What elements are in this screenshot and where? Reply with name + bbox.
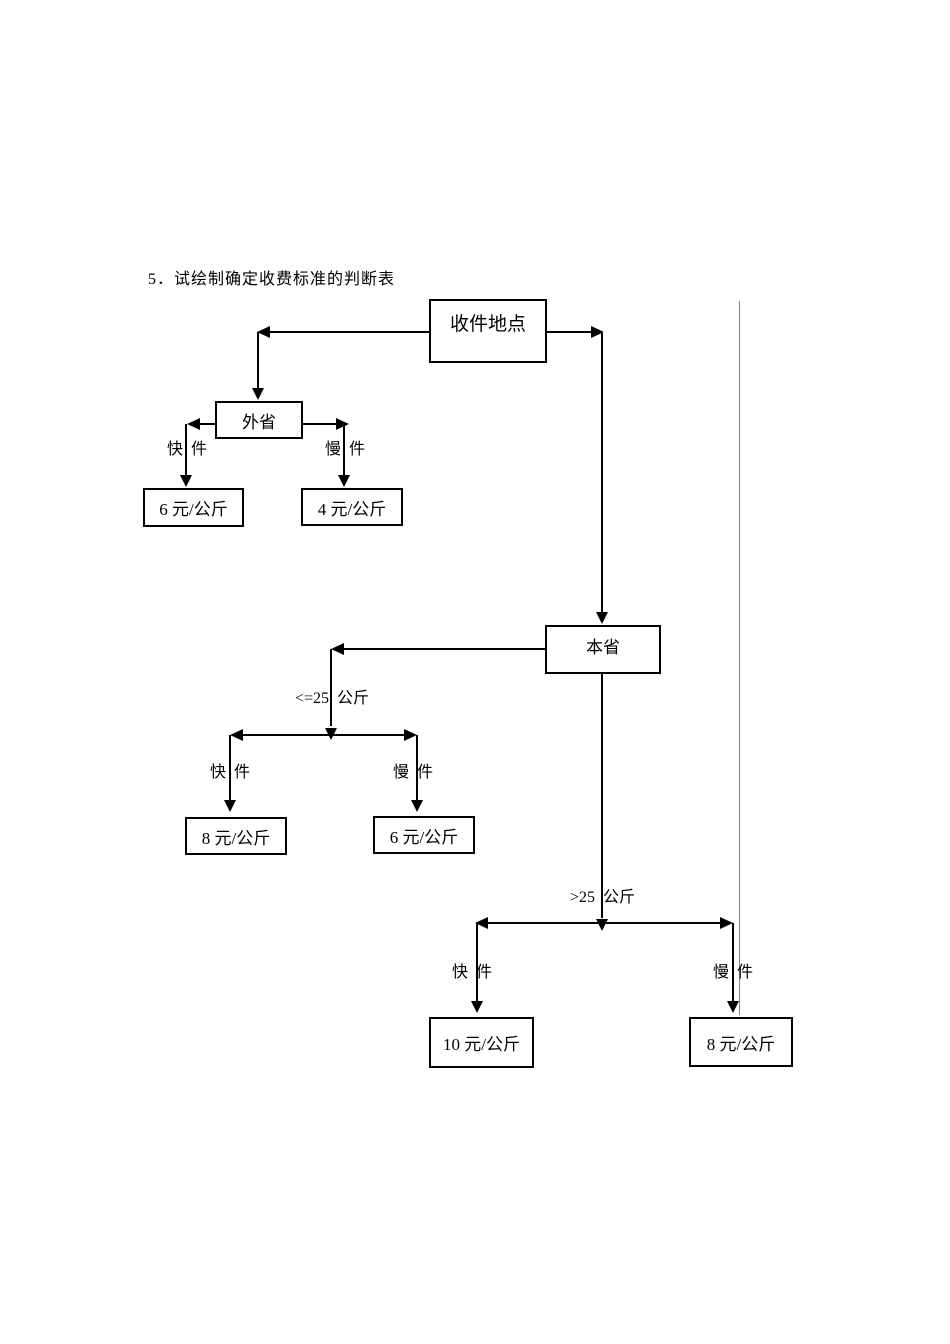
connector-le25-junction-horizontal	[236, 734, 411, 736]
arrowhead-down	[224, 800, 236, 812]
connector-root-to-other-province-horizontal	[262, 331, 429, 333]
connector-gt25-fast-vertical	[476, 923, 478, 1001]
edge-label-slow-item: 慢 件	[325, 441, 366, 458]
result-node-8-yuan-per-kg: 8 元/公斤	[185, 817, 287, 855]
arrowhead-down	[727, 1001, 739, 1013]
page-title: 5．试绘制确定收费标准的判断表	[148, 271, 396, 288]
arrowhead-right	[591, 326, 604, 338]
edge-label-fast-item: 快 件	[167, 441, 208, 458]
connector-root-to-this-province-vertical	[601, 333, 603, 613]
arrowhead-down	[471, 1001, 483, 1013]
result-node-6-yuan-per-kg: 6 元/公斤	[143, 488, 244, 527]
arrowhead-left	[475, 917, 488, 929]
arrowhead-down	[180, 475, 192, 487]
edge-label-le25-kg: <=25 公斤	[295, 690, 370, 707]
result-node-8-yuan-per-kg: 8 元/公斤	[689, 1017, 793, 1067]
arrowhead-right	[404, 729, 417, 741]
arrowhead-left	[331, 643, 344, 655]
arrowhead-down	[596, 919, 608, 931]
connector-other-province-slow-horizontal	[303, 423, 343, 425]
connector-other-province-fast-vertical	[185, 424, 187, 476]
decision-node-this-province: 本省	[545, 625, 661, 674]
arrowhead-left	[257, 326, 270, 338]
connector-root-to-this-province-horizontal	[547, 331, 592, 333]
connector-le25-fast-vertical	[229, 735, 231, 800]
connector-other-province-fast-horizontal	[196, 423, 215, 425]
connector-le25-vertical	[330, 649, 332, 726]
arrowhead-down	[596, 612, 608, 624]
arrowhead-down	[252, 388, 264, 400]
result-node-4-yuan-per-kg: 4 元/公斤	[301, 488, 403, 526]
connector-other-province-slow-vertical	[343, 424, 345, 476]
arrowhead-left	[230, 729, 243, 741]
connector-gt25-slow-vertical	[732, 923, 734, 1001]
decision-node-receiving-location: 收件地点	[429, 299, 547, 363]
vertical-divider-line	[739, 301, 740, 1015]
decision-node-other-province: 外省	[215, 401, 303, 439]
edge-label-fast-item: 快 件	[452, 964, 493, 981]
arrowhead-down	[338, 475, 350, 487]
arrowhead-down	[411, 800, 423, 812]
result-node-10-yuan-per-kg: 10 元/公斤	[429, 1017, 534, 1068]
arrowhead-right	[336, 418, 349, 430]
connector-this-province-gt25-vertical	[601, 673, 603, 918]
arrowhead-left	[187, 418, 200, 430]
result-node-6-yuan-per-kg: 6 元/公斤	[373, 816, 475, 854]
edge-label-slow-item: 慢 件	[713, 964, 754, 981]
connector-gt25-junction-horizontal	[481, 922, 727, 924]
edge-label-fast-item: 快 件	[210, 764, 251, 781]
connector-root-to-other-province-vertical	[257, 332, 259, 389]
edge-label-slow-item: 慢 件	[393, 764, 434, 781]
arrowhead-right	[720, 917, 733, 929]
connector-this-province-le25-horizontal	[338, 648, 545, 650]
edge-label-gt25-kg: >25 公斤	[570, 889, 636, 906]
connector-le25-slow-vertical	[416, 735, 418, 800]
